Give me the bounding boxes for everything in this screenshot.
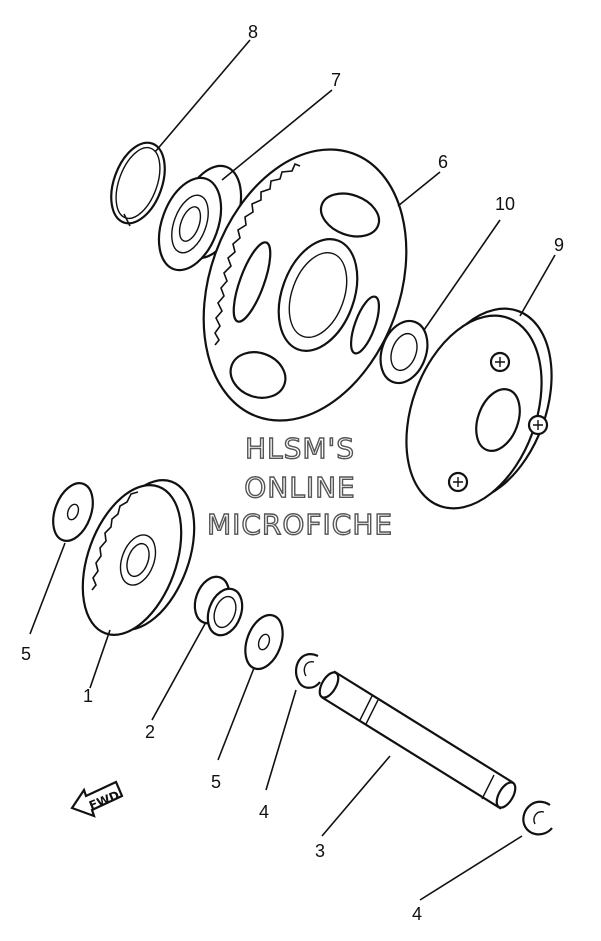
- part-7-bearing: [157, 164, 243, 272]
- part-10-washer: [379, 319, 429, 385]
- callout-4-lower: 4: [412, 904, 422, 924]
- part-9-clutch-assembly: [405, 307, 553, 510]
- callout-5-upper: 5: [21, 644, 31, 664]
- part-5-washer-upper: [52, 482, 94, 542]
- watermark-line-3: MICROFICHE: [207, 508, 393, 541]
- callout-6: 6: [438, 152, 448, 172]
- watermark-line-1: HLSM'S: [245, 432, 355, 465]
- callout-5-lower: 5: [211, 772, 221, 792]
- callout-4-upper: 4: [259, 802, 269, 822]
- part-3-shaft: [318, 670, 517, 810]
- part-4-clip-upper: [294, 653, 321, 689]
- part-6-starter-wheel-gear: [202, 148, 408, 422]
- callout-10: 10: [495, 194, 515, 214]
- part-2-needle-bearing: [193, 575, 244, 637]
- leader-lines: [29, 39, 556, 901]
- part-8-circlip: [110, 141, 166, 227]
- callout-1: 1: [83, 686, 93, 706]
- watermark: HLSM'S ONLINE MICROFICHE: [206, 431, 393, 541]
- part-1-idler-gear: [81, 479, 196, 636]
- watermark-line-2: ONLINE: [244, 471, 355, 504]
- part-4-clip-lower: [522, 800, 553, 836]
- callout-3: 3: [315, 841, 325, 861]
- part-5-washer-lower: [244, 613, 284, 671]
- forward-arrow-icon: FWD: [70, 780, 124, 818]
- callout-2: 2: [145, 722, 155, 742]
- callout-8: 8: [248, 22, 258, 42]
- callout-7: 7: [331, 70, 341, 90]
- callout-9: 9: [554, 235, 564, 255]
- callout-numbers: 8 7 6 10 9 5 1 2 5 4 3 4: [21, 22, 564, 924]
